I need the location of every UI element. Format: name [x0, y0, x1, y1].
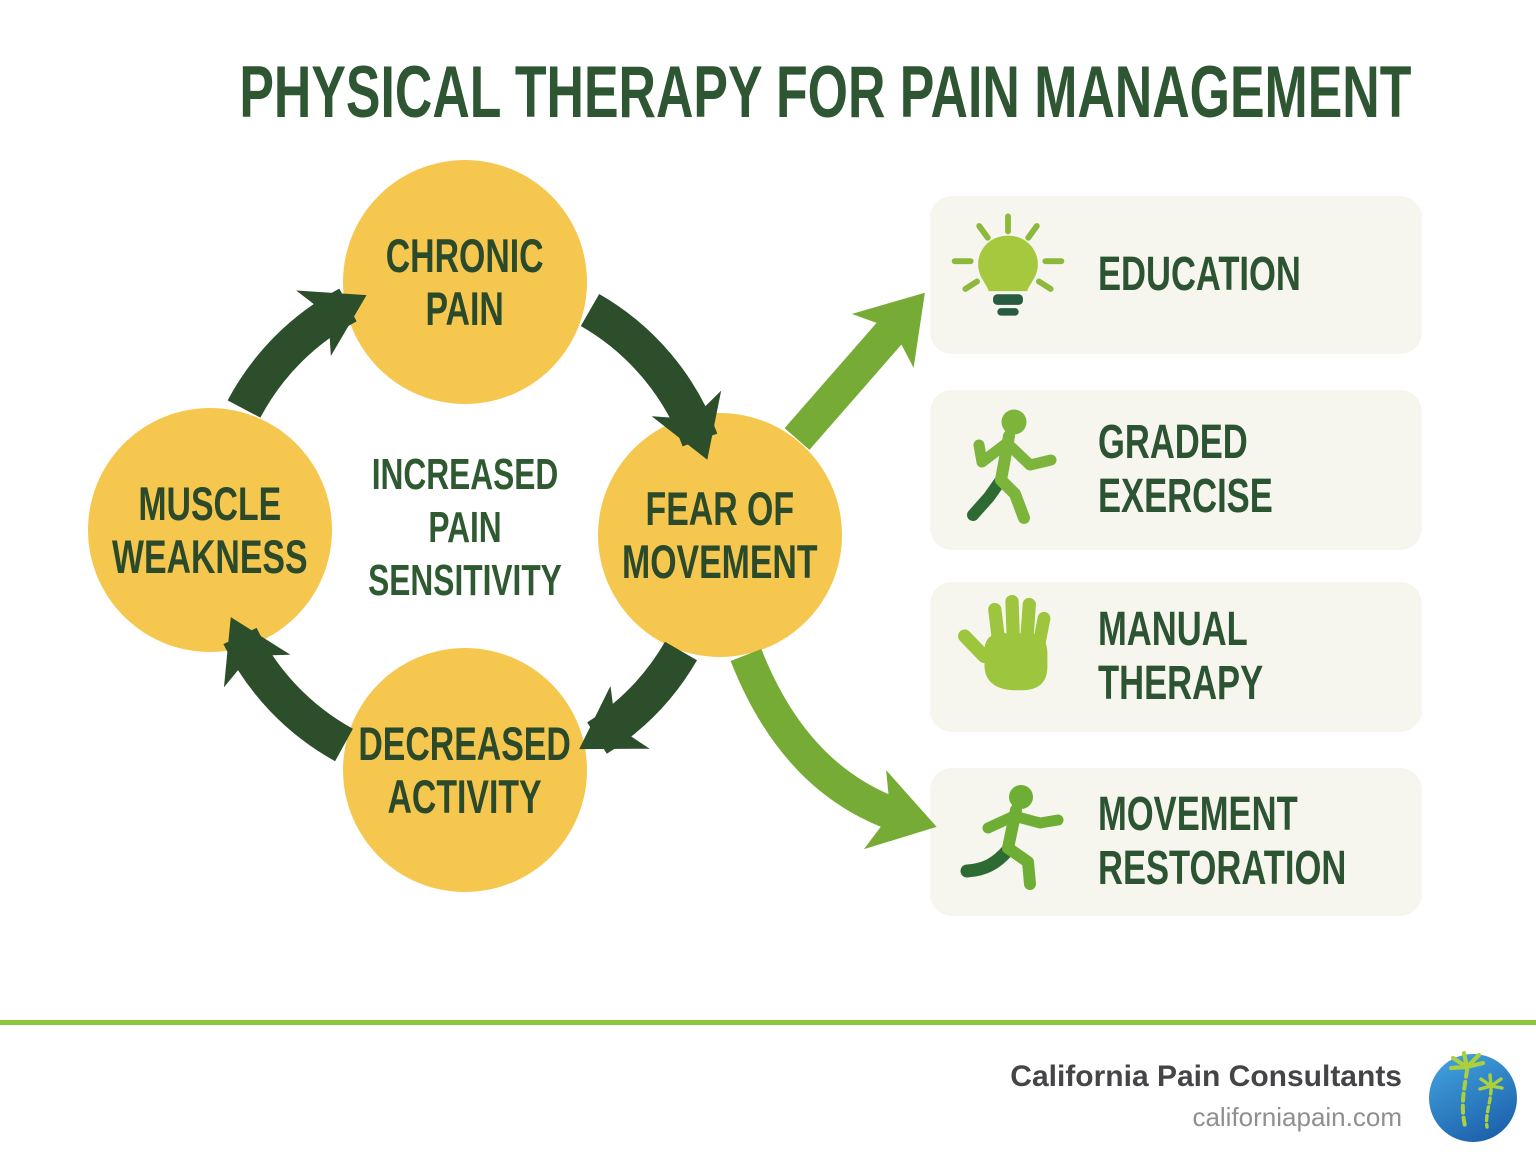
treatment-label-line: EXERCISE: [1098, 470, 1273, 523]
center-label-line: SENSITIVITY: [368, 556, 562, 605]
cycle-arc-muscle-to-chronic-icon: [227, 288, 367, 418]
walking-person-icon: [967, 409, 1057, 524]
cycle-node-chronic-pain: CHRONIC PAIN: [343, 160, 587, 404]
running-person-icon: [960, 785, 1064, 890]
brand-logo-icon: [1429, 1050, 1517, 1142]
treatment-card-movement-restoration: MOVEMENT RESTORATION: [930, 768, 1422, 916]
cycle-node-fear-of-movement: FEAR OF MOVEMENT: [598, 413, 842, 657]
node-label-line: FEAR OF: [645, 482, 795, 535]
treatment-label-line: RESTORATION: [1098, 842, 1347, 895]
node-label-line: CHRONIC: [386, 229, 544, 282]
treatment-arrow-down-icon: [730, 648, 937, 850]
treatment-label-line: MANUAL: [1098, 603, 1248, 656]
treatment-card-graded-exercise: GRADED EXERCISE: [930, 390, 1422, 550]
treatment-label-line: MOVEMENT: [1098, 788, 1298, 841]
cycle-arc-decreased-to-muscle-icon: [223, 617, 354, 762]
lightbulb-icon: [951, 213, 1065, 316]
treatment-label-line: EDUCATION: [1098, 248, 1301, 301]
treatment-card-education: EDUCATION: [930, 196, 1422, 354]
node-label-line: MUSCLE: [138, 477, 282, 530]
footer-company-name: California Pain Consultants: [1010, 1060, 1402, 1093]
footer-website-url: californiapain.com: [1192, 1102, 1402, 1132]
node-label-line: MOVEMENT: [622, 535, 818, 588]
node-label-line: WEAKNESS: [112, 530, 308, 583]
cycle-node-decreased-activity: DECREASED ACTIVITY: [343, 648, 587, 892]
node-label-line: DECREASED: [358, 717, 572, 770]
page-title: PHYSICAL THERAPY FOR PAIN MANAGEMENT: [239, 52, 1412, 133]
footer-divider: [0, 1020, 1536, 1025]
treatment-arrow-up-icon: [784, 292, 925, 450]
treatment-label-line: GRADED: [1098, 416, 1248, 469]
center-label-line: PAIN: [428, 503, 502, 552]
center-label-line: INCREASED: [371, 450, 559, 499]
footer: California Pain Consultants californiapa…: [1010, 1060, 1402, 1132]
treatment-card-manual-therapy: MANUAL THERAPY: [930, 582, 1422, 732]
cycle-arc-fear-to-decreased-icon: [579, 641, 698, 754]
node-label-line: PAIN: [425, 282, 505, 335]
treatment-label-line: THERAPY: [1098, 657, 1264, 710]
cycle-center-label: INCREASED PAIN SENSITIVITY: [305, 448, 625, 607]
hand-icon: [958, 594, 1051, 691]
node-label-line: ACTIVITY: [387, 770, 543, 823]
cycle-node-muscle-weakness: MUSCLE WEAKNESS: [88, 408, 332, 652]
